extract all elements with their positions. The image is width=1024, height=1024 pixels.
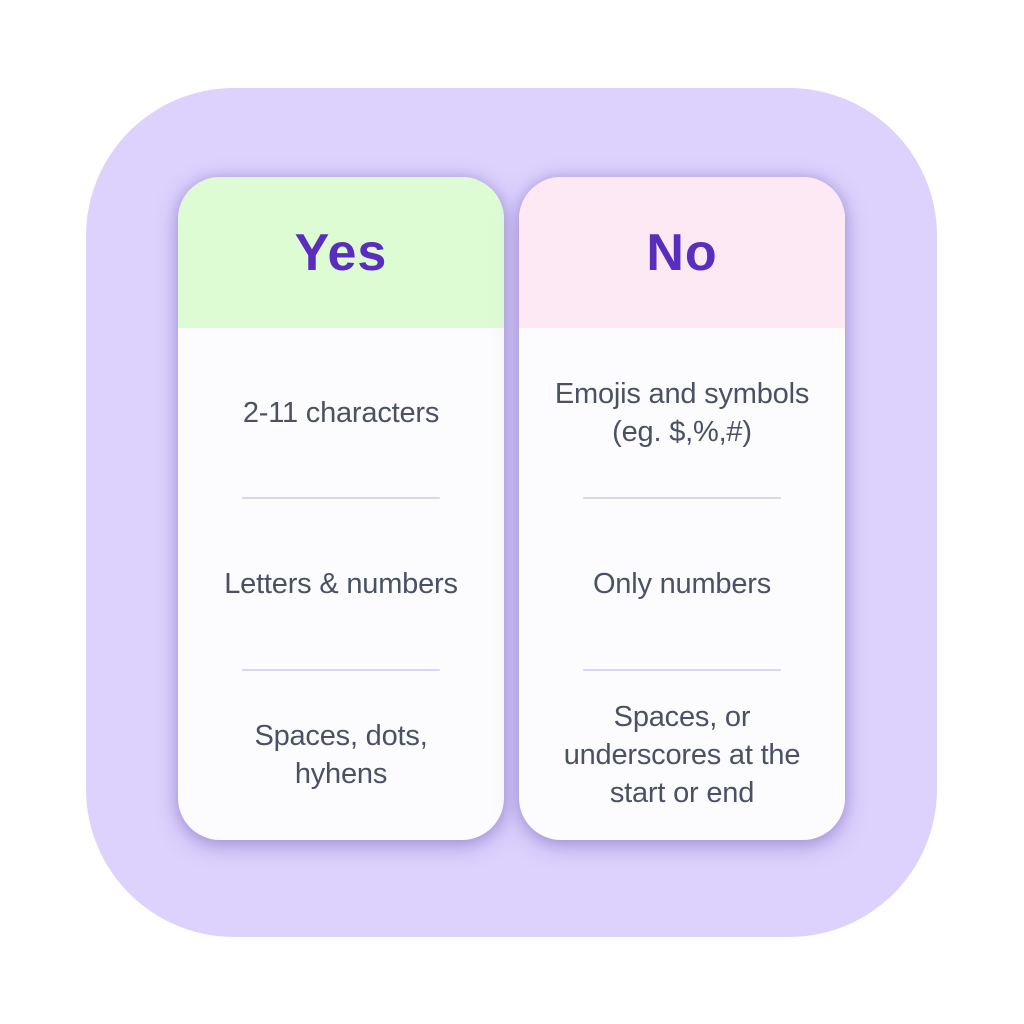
yes-column-title: Yes — [294, 223, 388, 282]
divider — [583, 668, 781, 671]
criteria-text: Spaces, dots, hyhens — [254, 720, 428, 791]
no-card-body: Emojis and symbols (eg. $,%,#) Only numb… — [519, 328, 845, 840]
criteria-item: Emojis and symbols (eg. $,%,#) — [541, 328, 823, 497]
divider — [242, 668, 440, 671]
criteria-item: Only numbers — [541, 499, 823, 668]
divider — [242, 497, 440, 500]
criteria-text: Letters & numbers — [224, 567, 458, 600]
yes-card-body: 2-11 characters Letters & numbers Spaces… — [178, 328, 504, 840]
yes-card-header: Yes — [178, 177, 504, 328]
comparison-board: Yes 2-11 characters Letters & numbers Sp… — [86, 88, 937, 937]
criteria-text: Spaces, or underscores at the start or e… — [563, 701, 801, 810]
no-card: No Emojis and symbols (eg. $,%,#) Only n… — [519, 177, 845, 840]
criteria-text: Emojis and symbols (eg. $,%,#) — [554, 377, 810, 448]
divider — [583, 497, 781, 500]
criteria-item: Letters & numbers — [200, 499, 482, 668]
no-column-title: No — [646, 223, 718, 282]
criteria-text: Only numbers — [592, 567, 772, 600]
criteria-item: 2-11 characters — [200, 328, 482, 497]
criteria-text: 2-11 characters — [242, 396, 440, 429]
criteria-item: Spaces, dots, hyhens — [200, 671, 482, 840]
no-card-header: No — [519, 177, 845, 328]
yes-card: Yes 2-11 characters Letters & numbers Sp… — [178, 177, 504, 840]
criteria-item: Spaces, or underscores at the start or e… — [541, 671, 823, 840]
